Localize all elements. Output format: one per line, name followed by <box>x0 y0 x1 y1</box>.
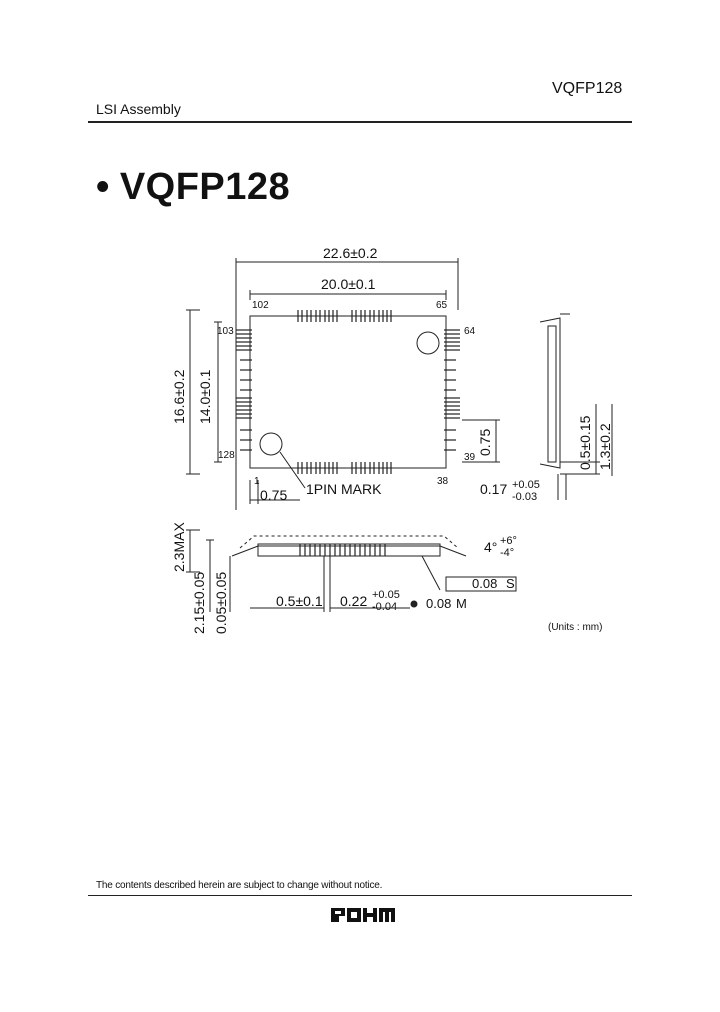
dim-lead-width: 0.22 <box>340 593 367 609</box>
top-view <box>186 258 500 510</box>
pin-39-label: 39 <box>464 452 476 463</box>
dim-005: 0.05±0.05 <box>213 572 229 634</box>
pin-1-label: 1 <box>254 476 260 487</box>
dim-body-height: 14.0±0.1 <box>197 369 213 424</box>
dim-05-side: 0.5±0.15 <box>577 415 593 470</box>
dim-pitch: 0.5±0.1 <box>276 593 323 609</box>
dim-215: 2.15±0.05 <box>191 572 207 634</box>
footer-notice: The contents described herein are subjec… <box>96 880 383 891</box>
dim-23max: 2.3MAX <box>171 522 187 572</box>
dim-lead-width-minus: -0.04 <box>372 601 397 613</box>
header-divider <box>88 121 632 123</box>
pin-128-label: 128 <box>218 450 235 461</box>
dim-017-minus: -0.03 <box>512 491 537 503</box>
position-tolerance-modifier: M <box>456 596 467 611</box>
angle-minus: -4° <box>500 547 514 559</box>
dim-017-plus: +0.05 <box>512 479 540 491</box>
pin-102-label: 102 <box>252 300 269 311</box>
title-bullet: • <box>96 166 110 208</box>
position-tolerance: 0.08 <box>426 596 451 611</box>
units-note: (Units : mm) <box>548 622 602 633</box>
side-view <box>539 313 613 500</box>
dim-body-width: 20.0±0.1 <box>321 276 376 292</box>
package-drawing: 22.6±0.2 20.0±0.1 102 103 65 64 128 1 39… <box>171 245 613 634</box>
dim-outer-height: 16.6±0.2 <box>171 369 187 424</box>
footer-divider <box>88 895 632 896</box>
flatness-value: 0.08 <box>472 576 497 591</box>
pin-mark-label: 1PIN MARK <box>306 481 382 497</box>
pin-64-label: 64 <box>464 326 476 337</box>
pin-65-label: 65 <box>436 300 448 311</box>
dim-075-bottom: 0.75 <box>260 487 287 503</box>
pin-38-label: 38 <box>437 476 449 487</box>
dim-lead-width-plus: +0.05 <box>372 589 400 601</box>
header-category: LSI Assembly <box>96 101 181 117</box>
dim-075-side: 0.75 <box>477 429 493 456</box>
dim-13: 1.3±0.2 <box>597 423 613 470</box>
front-view <box>186 529 517 612</box>
rohm-logo <box>331 908 395 922</box>
page-title: •VQFP128 <box>96 166 290 209</box>
dim-017: 0.17 <box>480 481 507 497</box>
pin-103-label: 103 <box>217 326 234 337</box>
flatness-datum: S <box>506 576 515 591</box>
angle-base: 4° <box>484 539 497 555</box>
title-text: VQFP128 <box>119 166 291 208</box>
dim-outer-width: 22.6±0.2 <box>323 245 378 261</box>
angle-plus: +6° <box>500 535 517 547</box>
header-part-number: VQFP128 <box>552 80 623 97</box>
